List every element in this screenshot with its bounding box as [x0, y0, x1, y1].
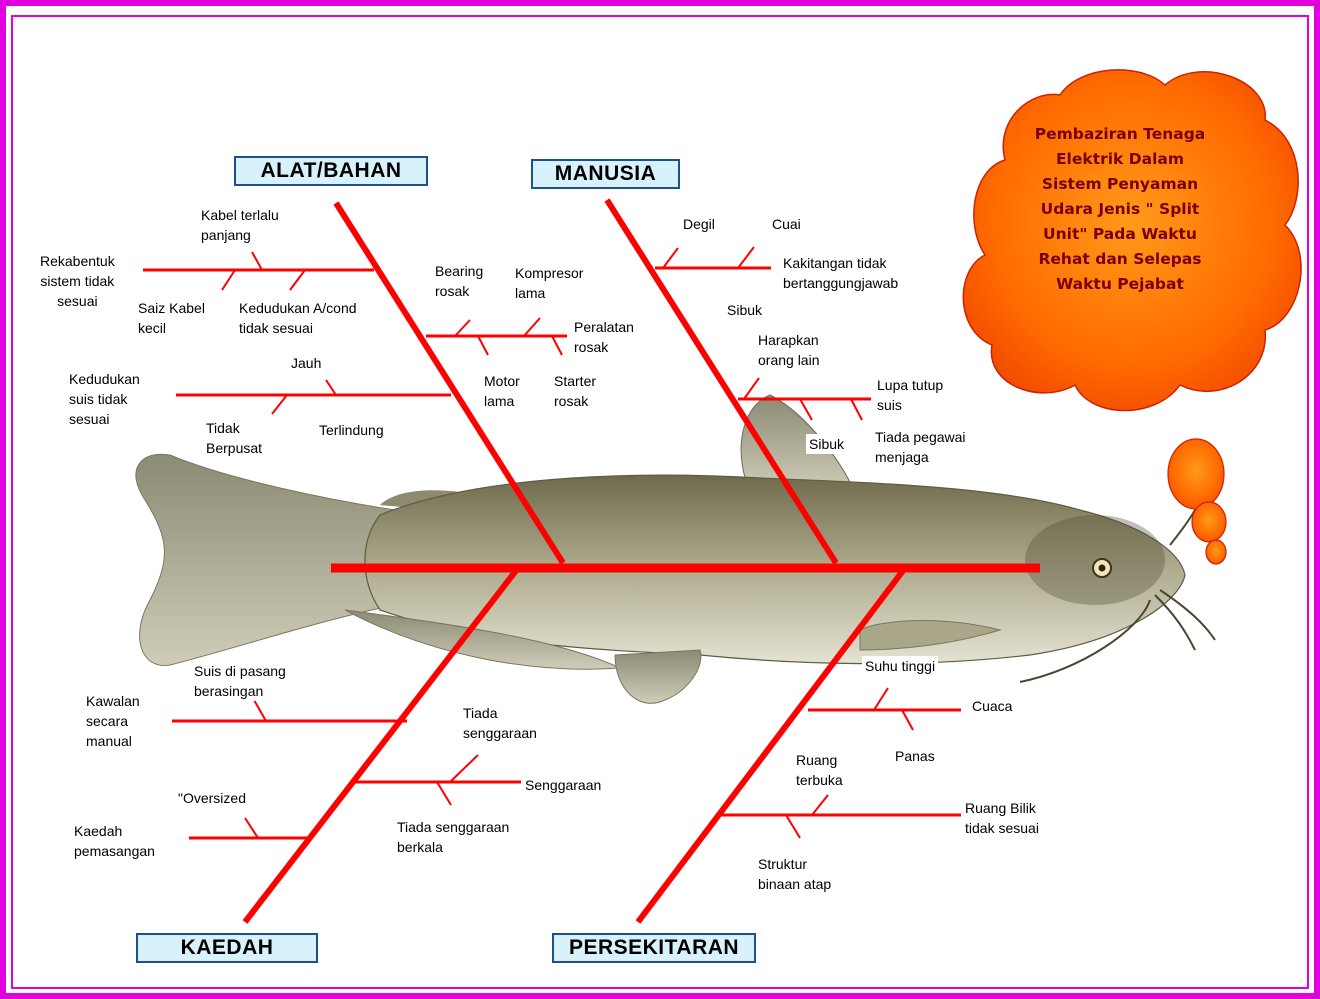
- cause-starter: Starter rosak: [554, 371, 596, 411]
- cloud-bubble-large: [1168, 439, 1224, 509]
- category-alat-bahan: ALAT/BAHAN: [234, 156, 428, 186]
- cause-kakitangan: Kakitangan tidak bertanggungjawab: [783, 253, 898, 293]
- cause-tiada-pegawai: Tiada pegawai menjaga: [875, 427, 966, 467]
- cause-harapkan: Harapkan orang lain: [758, 330, 820, 370]
- cause-panas: Panas: [895, 746, 935, 766]
- cause-bearing: Bearing rosak: [435, 261, 483, 301]
- cause-motor: Motor lama: [484, 371, 520, 411]
- cause-kedudukan-acond: Kedudukan A/cond tidak sesuai: [239, 298, 357, 338]
- cause-suis-dipasang: Suis di pasang berasingan: [191, 661, 289, 701]
- problem-statement: Pembaziran Tenaga Elektrik Dalam Sistem …: [1020, 122, 1220, 297]
- cloud-bubble-small: [1206, 540, 1226, 564]
- fish-pelvic-fin: [615, 650, 701, 703]
- cause-terlindung: Terlindung: [319, 420, 384, 440]
- cause-ruang-bilik: Ruang Bilik tidak sesuai: [965, 798, 1039, 838]
- cause-kabel-terlalu-panjang: Kabel terlalu panjang: [201, 205, 279, 245]
- fish-tail: [136, 454, 395, 665]
- cause-ruang-terbuka: Ruang terbuka: [796, 750, 843, 790]
- cause-degil: Degil: [683, 214, 715, 234]
- fish-head-shade: [1025, 515, 1165, 605]
- category-persekitaran: PERSEKITARAN: [552, 933, 756, 963]
- cause-suhu-tinggi: Suhu tinggi: [862, 656, 938, 676]
- cause-oversized: "Oversized: [178, 788, 246, 808]
- cause-senggaraan: Senggaraan: [525, 775, 601, 795]
- cause-tiada-senggaraan-berkala: Tiada senggaraan berkala: [397, 817, 509, 857]
- cause-tiada-senggaraan: Tiada senggaraan: [463, 703, 537, 743]
- cause-sibuk-1: Sibuk: [727, 300, 762, 320]
- cause-sibuk-2: Sibuk: [806, 434, 847, 454]
- cause-kawalan: Kawalan secara manual: [86, 691, 140, 751]
- cause-kedudukan-suis: Kedudukan suis tidak sesuai: [69, 369, 140, 429]
- cause-kaedah-pemasangan: Kaedah pemasangan: [74, 821, 155, 861]
- cause-jauh: Jauh: [291, 353, 321, 373]
- cause-lupa: Lupa tutup suis: [877, 375, 943, 415]
- cloud-bubble-medium: [1192, 502, 1226, 542]
- catfish-image: [136, 395, 1215, 703]
- cause-kompresor: Kompresor lama: [515, 263, 583, 303]
- cause-cuai: Cuai: [772, 214, 801, 234]
- category-manusia: MANUSIA: [531, 159, 680, 189]
- cause-struktur: Struktur binaan atap: [758, 854, 831, 894]
- cause-peralatan: Peralatan rosak: [574, 317, 634, 357]
- cause-saiz-kabel: Saiz Kabel kecil: [138, 298, 205, 338]
- category-kaedah: KAEDAH: [136, 933, 318, 963]
- cause-rekabentuk: Rekabentuk sistem tidak sesuai: [40, 251, 115, 311]
- cause-tidak-berpusat: Tidak Berpusat: [206, 418, 262, 458]
- cause-cuaca: Cuaca: [972, 696, 1012, 716]
